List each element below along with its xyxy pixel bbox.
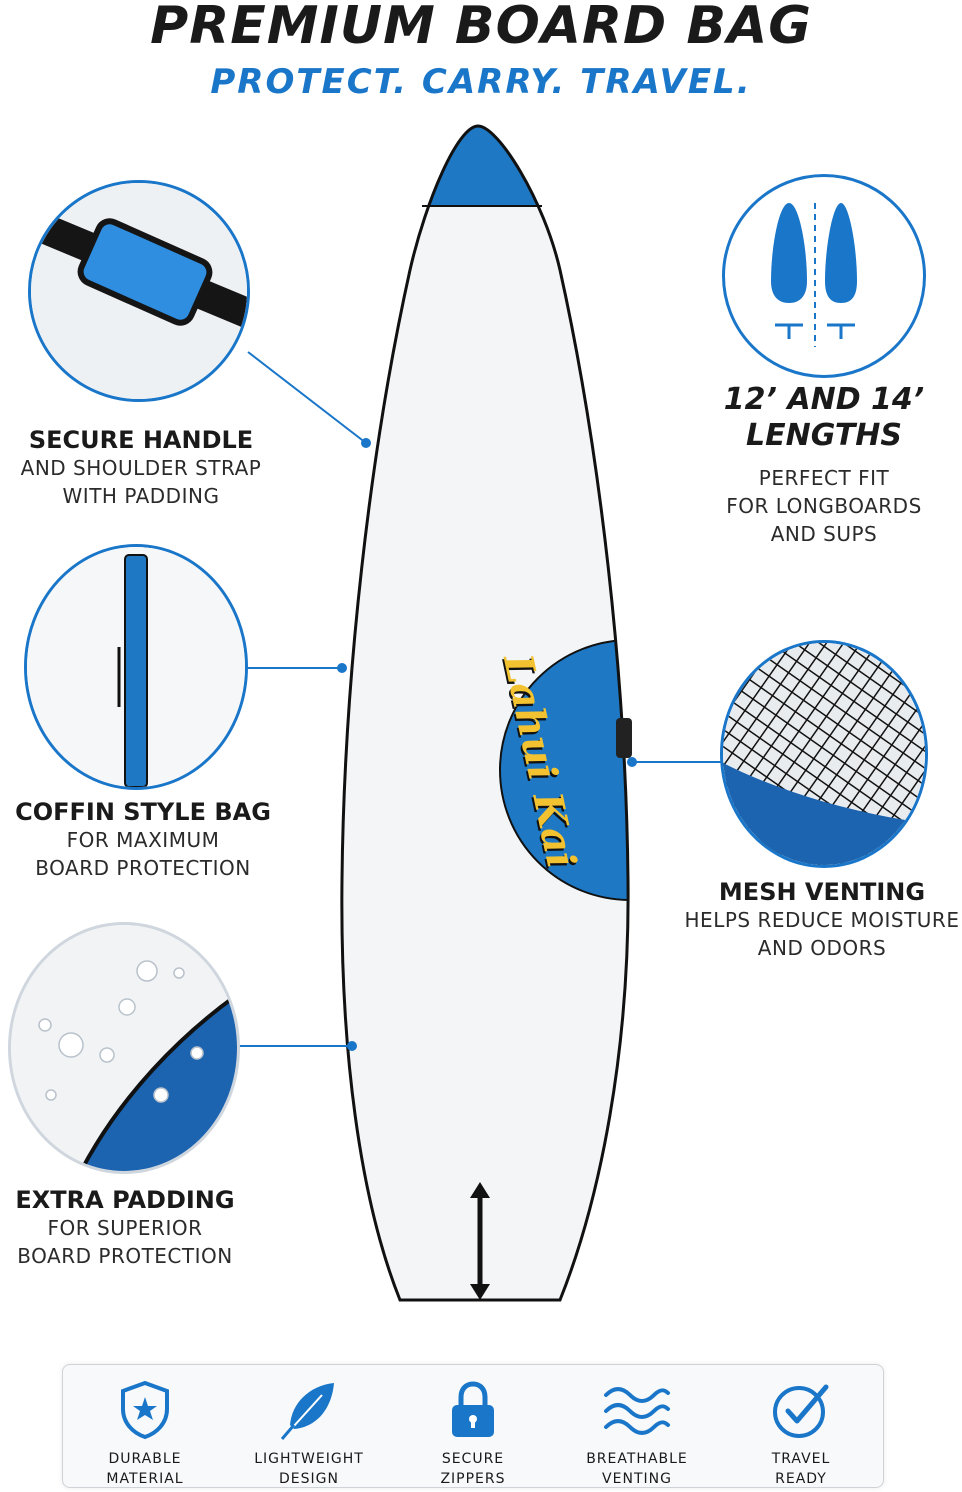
water-droplets-icon [11, 925, 237, 1171]
padlock-icon [452, 1381, 494, 1437]
board-bag-illustration [340, 124, 632, 1302]
feature-handle-heading: SECURE HANDLE [28, 426, 254, 454]
feature-coffin-line1: FOR MAXIMUM [66, 828, 220, 852]
feature-handle-line2: WITH PADDING [62, 484, 220, 508]
feather-icon [280, 1383, 334, 1440]
feature-handle-line1: AND SHOULDER STRAP [20, 456, 262, 480]
feature-padding-heading: EXTRA PADDING [15, 1186, 235, 1214]
coffin-bag-icon [27, 547, 245, 787]
feature-lengths-line2: FOR LONGBOARDS [726, 494, 922, 518]
shield-star-icon [121, 1380, 169, 1440]
benefit-lightweight-line1: LIGHTWEIGHT [254, 1451, 364, 1467]
feature-lengths-heading1: 12’ AND 14’ [723, 382, 925, 417]
benefits-bar: DURABLE MATERIAL LIGHTWEIGHT DESIGN SECU… [62, 1364, 884, 1488]
shoulder-strap-icon [31, 183, 247, 399]
padding-detail-circle [8, 922, 240, 1174]
feature-mesh-line1: HELPS REDUCE MOISTURE [684, 908, 960, 932]
mesh-detail-circle [720, 640, 928, 868]
feature-lengths-heading2: LENGTHS [746, 418, 902, 453]
feature-lengths-line3: AND SUPS [770, 522, 878, 546]
feature-coffin: COFFIN STYLE BAG FOR MAXIMUM BOARD PROTE… [0, 798, 286, 882]
benefit-travel-line2: READY [775, 1471, 827, 1487]
benefit-travel: TRAVEL READY [731, 1365, 871, 1489]
benefit-durable: DURABLE MATERIAL [75, 1365, 215, 1489]
page-title: PREMIUM BOARD BAG [150, 0, 812, 56]
benefit-zippers-line1: SECURE [441, 1451, 505, 1467]
feature-padding-line1: FOR SUPERIOR [47, 1216, 203, 1240]
surfboard-lengths-icon [771, 203, 857, 347]
page-subtitle: PROTECT. CARRY. TRAVEL. [210, 62, 752, 102]
mesh-net-icon [723, 643, 925, 865]
benefit-breathable-line1: BREATHABLE [586, 1451, 688, 1467]
waves-icon [604, 1387, 670, 1435]
feature-coffin-line2: BOARD PROTECTION [35, 856, 251, 880]
benefit-zippers: SECURE ZIPPERS [403, 1365, 543, 1489]
feature-mesh: MESH VENTING HELPS REDUCE MOISTURE AND O… [682, 878, 962, 962]
feature-padding-line2: BOARD PROTECTION [17, 1244, 233, 1268]
benefit-travel-line1: TRAVEL [771, 1451, 831, 1467]
feature-mesh-heading: MESH VENTING [718, 878, 926, 906]
feature-lengths-line1: PERFECT FIT [758, 466, 890, 490]
feature-coffin-heading: COFFIN STYLE BAG [15, 798, 271, 826]
lengths-detail-circle [722, 174, 926, 378]
benefit-durable-line2: MATERIAL [106, 1471, 184, 1487]
benefit-zippers-line2: ZIPPERS [440, 1471, 506, 1487]
benefit-lightweight-line2: DESIGN [279, 1471, 339, 1487]
coffin-detail-circle [24, 544, 248, 790]
feature-padding: EXTRA PADDING FOR SUPERIOR BOARD PROTECT… [0, 1186, 250, 1270]
benefit-lightweight: LIGHTWEIGHT DESIGN [239, 1365, 379, 1489]
handle-detail-circle [28, 180, 250, 402]
benefit-breathable: BREATHABLE VENTING [567, 1365, 707, 1489]
benefit-breathable-line2: VENTING [602, 1471, 672, 1487]
benefit-durable-line1: DURABLE [108, 1451, 182, 1467]
feature-handle: SECURE HANDLE AND SHOULDER STRAP WITH PA… [0, 426, 282, 510]
check-circle-icon [773, 1384, 829, 1438]
feature-lengths: 12’ AND 14’ LENGTHS PERFECT FIT FOR LONG… [690, 382, 958, 548]
feature-mesh-line2: AND ODORS [757, 936, 887, 960]
